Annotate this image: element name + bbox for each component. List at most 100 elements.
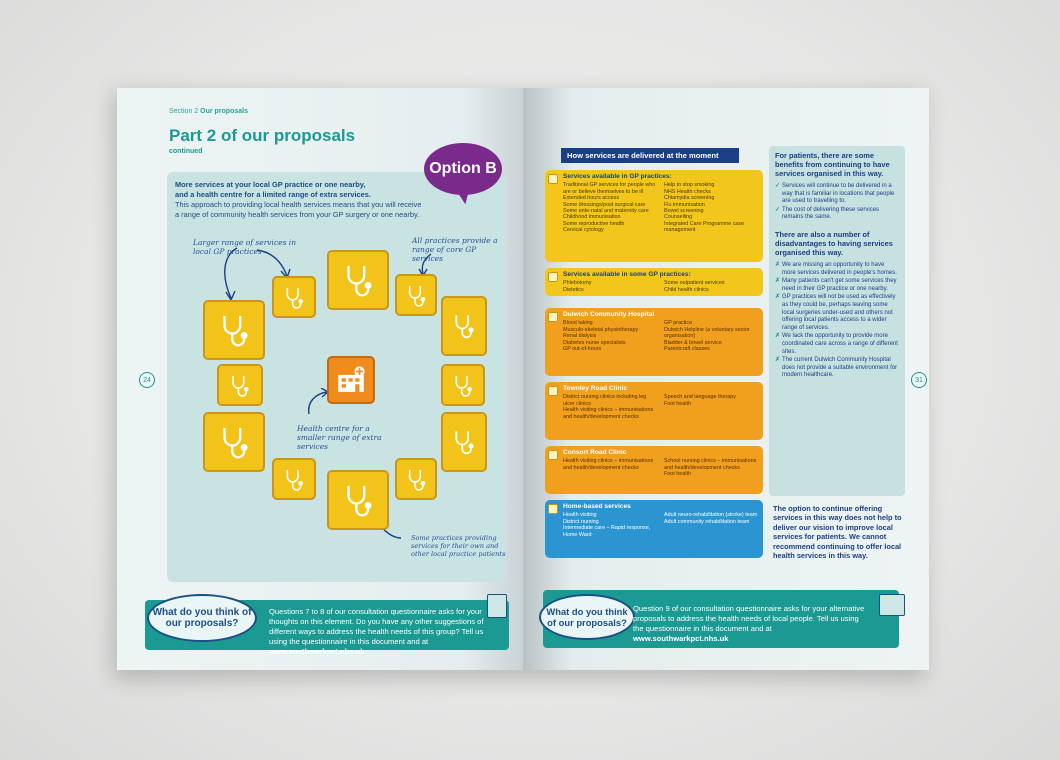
cross-icon: ✗ — [775, 278, 781, 285]
stethoscope-icon — [347, 266, 372, 297]
box-col-2: Some outpatient services Child health cl… — [664, 280, 725, 293]
stethoscope-icon — [347, 486, 372, 517]
thumbs-up-icon — [879, 594, 905, 616]
box-col-1: District nursing clinics including leg u… — [563, 394, 654, 420]
arrow-larger-left — [224, 247, 238, 302]
services-box-dulwich: Dulwich Community Hospital Blood taking … — [545, 308, 763, 376]
services-box-gp: Services available in GP practices: Trad… — [545, 170, 763, 262]
health-centre-tile — [327, 356, 375, 404]
stethoscope-icon — [455, 431, 474, 455]
check-icon: ✓ — [775, 183, 781, 189]
disadvantage-item: ✗We lack the opportunity to provide more… — [775, 333, 899, 356]
intro-body: This approach to providing local health … — [175, 200, 422, 219]
option-badge: Option B — [424, 143, 502, 195]
page-title: Part 2 of our proposals — [169, 126, 356, 145]
services-box-townley: Townley Road Clinic District nursing cli… — [545, 382, 763, 440]
services-box-some-gp: Services available in some GP practices:… — [545, 268, 763, 296]
disadvantage-item: ✗GP practices will not be used as effect… — [775, 294, 899, 332]
benefits-panel: For patients, there are some benefits fr… — [769, 146, 905, 496]
gp-practice-tile — [272, 458, 316, 500]
stethoscope-icon — [548, 174, 558, 184]
feedback-text: Question 9 of our consultation questionn… — [633, 604, 869, 644]
box-col-1: Blood taking Musculo-skeletal physiother… — [563, 320, 639, 353]
feedback-bubble: What do you think of our proposals? — [147, 594, 257, 642]
stethoscope-icon — [455, 315, 474, 339]
disadvantage-text: The current Dulwich Community Hospital d… — [782, 357, 898, 379]
gp-practice-tile — [395, 458, 437, 500]
disadvantage-item: ✗The current Dulwich Community Hospital … — [775, 357, 899, 380]
box-col-2: GP practice Dulwich Helpline (a voluntar… — [664, 320, 750, 353]
disadvantage-item: ✗Many patients can't get some services t… — [775, 278, 899, 293]
cross-icon: ✗ — [775, 333, 781, 340]
stethoscope-icon — [286, 287, 303, 309]
feedback-body: Questions 7 to 8 of our consultation que… — [269, 607, 484, 646]
gp-practice-tile — [217, 364, 263, 406]
clinic-icon — [548, 450, 558, 460]
gp-practice-tile — [203, 300, 265, 360]
intro-bold-2: and a health centre for a limited range … — [175, 190, 371, 199]
section-prefix: Section 2 — [169, 108, 199, 115]
cross-icon: ✗ — [775, 294, 781, 301]
label-health-centre: Health centre for a smaller range of ext… — [297, 424, 382, 451]
left-page: Section 2 Our proposals Part 2 of our pr… — [117, 88, 523, 670]
stethoscope-icon — [223, 428, 248, 459]
gp-practice-tile — [203, 412, 265, 472]
stethoscope-icon — [408, 285, 425, 307]
box-title: Townley Road Clinic — [563, 385, 627, 392]
page-number: 24 — [139, 372, 155, 388]
stethoscope-icon — [223, 316, 248, 347]
benefit-text: The cost of delivering these services re… — [782, 206, 880, 221]
box-title: Home-based services — [563, 503, 631, 510]
gp-practice-tile — [395, 274, 437, 316]
gp-practice-tile — [441, 364, 485, 406]
benefit-item: ✓Services will continue to be delivered … — [775, 183, 899, 206]
gp-practice-tile — [441, 296, 487, 356]
intro-bold-1: More services at your local GP practice … — [175, 180, 366, 189]
box-title: Services available in some GP practices: — [563, 271, 691, 278]
stethoscope-icon — [548, 272, 558, 282]
disadvantage-text: We are missing an opportunity to have mo… — [782, 261, 897, 276]
page-subtitle: continued — [169, 148, 203, 155]
feedback-text: Questions 7 to 8 of our consultation que… — [269, 607, 501, 657]
box-col-1: Health visiting clinics – immunisations … — [563, 458, 654, 471]
section-label: Section 2 Our proposals — [169, 108, 248, 115]
cross-icon: ✗ — [775, 261, 781, 268]
section-title: Our proposals — [200, 108, 248, 115]
disadvantages-heading: There are also a number of disadvantages… — [775, 229, 893, 257]
clinic-icon — [548, 386, 558, 396]
box-col-1: Traditional GP services for people who a… — [563, 182, 656, 234]
services-header: How services are delivered at the moment — [561, 148, 739, 163]
services-box-home: Home-based services Health visiting Dist… — [545, 500, 763, 558]
label-some-practices: Some practices providing services for th… — [411, 534, 506, 558]
feedback-url[interactable]: www.southwarkpct.nhs.uk — [269, 647, 365, 656]
conclusion-text: The option to continue offering services… — [773, 504, 902, 561]
feedback-bubble: What do you think of our proposals? — [539, 594, 635, 640]
label-larger-range: Larger range of services in local GP pra… — [193, 238, 297, 256]
gp-practice-tile — [441, 412, 487, 472]
disadvantage-text: GP practices will not be used as effecti… — [782, 294, 896, 331]
right-page: How services are delivered at the moment… — [523, 88, 929, 670]
disadvantage-item: ✗We are missing an opportunity to have m… — [775, 262, 899, 277]
home-icon — [548, 504, 558, 514]
services-box-consort: Consort Road Clinic Health visiting clin… — [545, 446, 763, 494]
box-col-1: Phlebotomy Dietetics — [563, 280, 592, 293]
benefits-heading: For patients, there are some benefits fr… — [775, 151, 890, 178]
stethoscope-icon — [286, 469, 303, 491]
thumbs-up-icon — [487, 594, 507, 618]
box-col-2: Speech and language therapy Foot health — [664, 394, 736, 407]
hospital-icon — [548, 312, 558, 322]
box-title: Dulwich Community Hospital — [563, 311, 655, 318]
disadvantage-text: We lack the opportunity to provide more … — [782, 333, 898, 355]
box-col-2: School nursing clinics – immunisations a… — [664, 458, 757, 478]
cross-icon: ✗ — [775, 357, 781, 364]
gp-practice-tile — [327, 470, 389, 530]
box-col-1: Health visiting District nursing Interme… — [563, 512, 651, 538]
stethoscope-icon — [408, 469, 425, 491]
feedback-body: Question 9 of our consultation questionn… — [633, 604, 865, 633]
page-number: 31 — [911, 372, 927, 388]
gp-practice-tile — [327, 250, 389, 310]
feedback-url[interactable]: www.southwarkpct.nhs.uk — [633, 634, 729, 643]
intro-text: More services at your local GP practice … — [175, 180, 425, 220]
box-col-2: Help to stop smoking NHS Health checks C… — [664, 182, 744, 234]
benefit-text: Services will continue to be delivered i… — [782, 183, 895, 205]
